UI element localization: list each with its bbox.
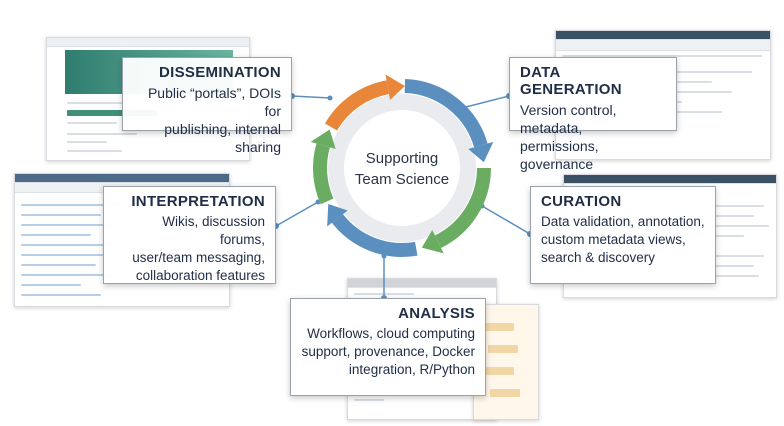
- screenshot-header: [564, 175, 776, 184]
- description-line: collaboration features: [135, 268, 265, 283]
- arc-dissemination-to-generation-arrowhead: [385, 74, 405, 101]
- cycle-inner-ring: [328, 94, 476, 242]
- stage-dissemination: DISSEMINATION Public “portals”, DOIs for…: [122, 57, 292, 155]
- arc-curation: [434, 167, 491, 248]
- stage-title: INTERPRETATION: [131, 193, 265, 210]
- arc-generation-arrowhead: [468, 141, 494, 163]
- center-label: Supporting Team Science: [340, 148, 464, 190]
- connector-dot: [327, 95, 333, 101]
- arc-curation-arrowhead: [421, 230, 444, 254]
- connector-data-generation: [461, 95, 510, 109]
- description-line: publishing, internal sharing: [164, 121, 281, 155]
- description-line: search & discovery: [541, 250, 656, 265]
- arc-interpretation-arrowhead: [310, 129, 336, 149]
- stage-title: DATA GENERATION: [520, 64, 622, 98]
- description-line: support, provenance, Docker: [301, 344, 475, 359]
- screenshot-header: [556, 31, 770, 40]
- stage-data-generation: DATA GENERATION Version control, metadat…: [509, 57, 677, 172]
- stage-description: Version control, metadata, permissions, …: [520, 101, 666, 173]
- connector-interpretation: [275, 201, 319, 227]
- description-line: Data validation, annotation,: [541, 214, 705, 229]
- description-line: user/team messaging,: [132, 250, 265, 265]
- screenshot-header: [47, 38, 249, 47]
- stage-description: Public “portals”, DOIs for publishing, i…: [133, 84, 281, 156]
- center-label-line2: Team Science: [354, 171, 450, 188]
- arc-analysis-arrowhead: [327, 203, 348, 227]
- description-line: Wikis, discussion forums,: [162, 214, 265, 247]
- stage-curation: CURATION Data validation, annotation, cu…: [530, 186, 716, 284]
- connector-dissemination: [291, 95, 331, 99]
- stage-description: Wikis, discussion forums, user/team mess…: [114, 213, 265, 285]
- stage-analysis: ANALYSIS Workflows, cloud computing supp…: [290, 298, 486, 396]
- stage-title: DISSEMINATION: [159, 64, 281, 81]
- stage-description: Data validation, annotation, custom meta…: [541, 213, 705, 267]
- arc-analysis: [331, 213, 418, 257]
- description-line: Version control, metadata,: [520, 102, 617, 136]
- stage-title: ANALYSIS: [398, 305, 475, 322]
- stage-interpretation: INTERPRETATION Wikis, discussion forums,…: [103, 186, 276, 284]
- center-label-line1: Supporting: [365, 150, 439, 167]
- screenshot-header: [15, 174, 229, 183]
- connector-curation: [481, 205, 531, 235]
- description-line: Workflows, cloud computing: [307, 326, 475, 341]
- description-line: Public “portals”, DOIs for: [147, 85, 281, 119]
- arc-dissemination-to-generation: [324, 80, 390, 131]
- description-line: permissions, governance: [520, 138, 599, 172]
- stage-description: Workflows, cloud computing support, prov…: [301, 325, 475, 379]
- description-line: custom metadata views,: [541, 232, 686, 247]
- arc-generation: [404, 79, 488, 148]
- arc-interpretation: [313, 143, 334, 205]
- description-line: integration, R/Python: [348, 362, 475, 377]
- stage-title: CURATION: [541, 193, 622, 210]
